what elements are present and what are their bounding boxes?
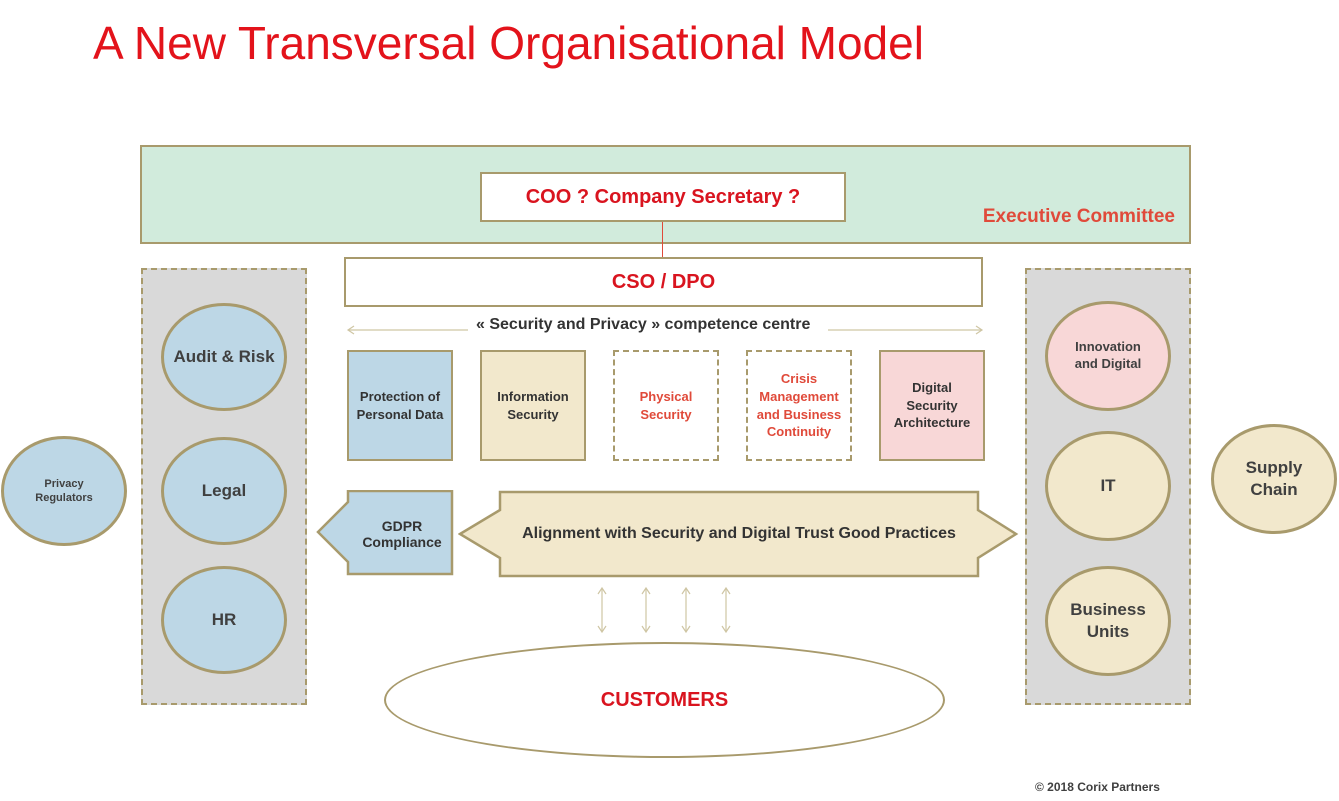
innovation-digital-circle: Innovation and Digital (1045, 301, 1171, 411)
coo-cso-connector (662, 222, 663, 257)
crisis-management-box: Crisis Management and Business Continuit… (746, 350, 852, 461)
competence-centre-label: « Security and Privacy » competence cent… (476, 316, 811, 333)
cso-dpo-box: CSO / DPO (344, 257, 983, 307)
digital-security-architecture-box: Digital Security Architecture (879, 350, 985, 461)
hr-circle: HR (161, 566, 287, 674)
information-security-box: Information Security (480, 350, 586, 461)
it-circle: IT (1045, 431, 1171, 541)
gdpr-arrow-shape (316, 490, 454, 576)
protection-personal-data-box: Protection of Personal Data (347, 350, 453, 461)
audit-risk-circle: Audit & Risk (161, 303, 287, 411)
customer-exchange-arrows (597, 586, 731, 634)
coo-box: COO ? Company Secretary ? (480, 172, 846, 222)
alignment-double-arrow (458, 490, 1019, 578)
competence-centre-arrow (346, 325, 984, 335)
supply-chain-circle: Supply Chain (1211, 424, 1337, 534)
customers-ellipse: CUSTOMERS (384, 642, 945, 758)
executive-committee-band: Executive Committee (140, 145, 1191, 244)
copyright-notice: © 2018 Corix Partners (1035, 780, 1160, 794)
gdpr-compliance-label: GDPR Compliance (362, 518, 442, 550)
physical-security-box: Physical Security (613, 350, 719, 461)
alignment-label: Alignment with Security and Digital Trus… (522, 525, 956, 542)
privacy-regulators-circle: Privacy Regulators (1, 436, 127, 546)
page-title: A New Transversal Organisational Model (93, 17, 924, 69)
legal-circle: Legal (161, 437, 287, 545)
executive-committee-label: Executive Committee (982, 206, 1175, 227)
business-units-circle: Business Units (1045, 566, 1171, 676)
